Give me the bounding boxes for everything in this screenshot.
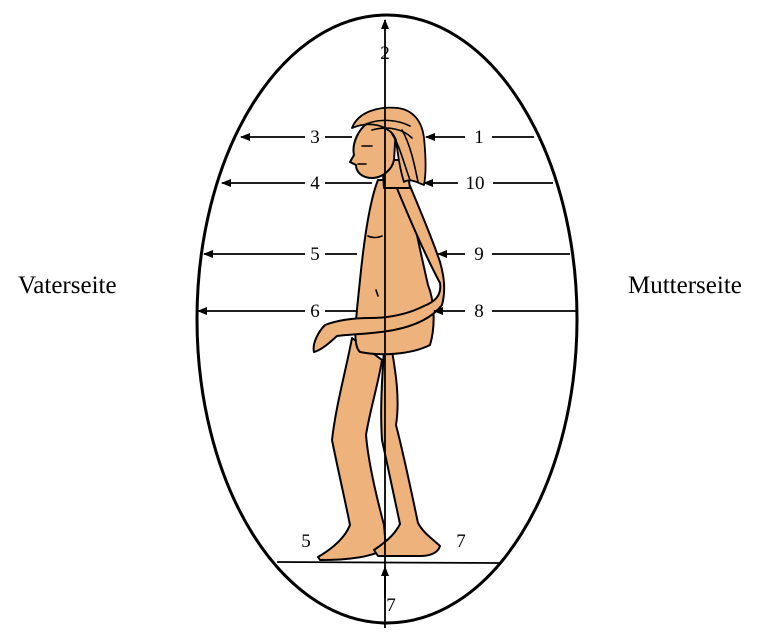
arrow-9-label: 9 bbox=[474, 244, 484, 265]
back-leg bbox=[318, 338, 386, 560]
arrow-10-label: 10 bbox=[466, 173, 485, 194]
arrow-8-label: 8 bbox=[474, 301, 484, 322]
human-figure bbox=[314, 108, 445, 560]
ground-line bbox=[277, 562, 500, 563]
arrow-5-label: 5 bbox=[310, 244, 320, 265]
arrow-4-label: 4 bbox=[310, 173, 320, 194]
left-arrows: 3 4 5 6 bbox=[198, 127, 372, 322]
arrow-1-label: 1 bbox=[474, 127, 484, 148]
arrow-3-label: 3 bbox=[310, 127, 320, 148]
arrow-6-label: 6 bbox=[310, 301, 320, 322]
mother-side-label: Mutterseite bbox=[628, 272, 742, 299]
marker-top-label: 2 bbox=[380, 43, 390, 64]
marker-bottom-label: 7 bbox=[386, 595, 396, 616]
foot-left-label: 5 bbox=[301, 531, 311, 552]
foot-right-label: 7 bbox=[456, 531, 466, 552]
father-side-label: Vaterseite bbox=[18, 272, 117, 299]
right-arrows: 1 10 9 8 bbox=[424, 127, 576, 322]
